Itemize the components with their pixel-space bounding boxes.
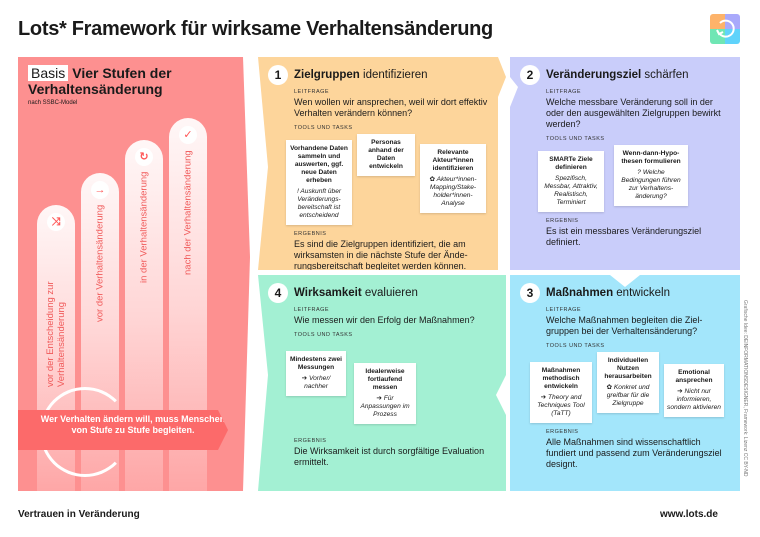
step-title-bold: Zielgruppen xyxy=(294,69,360,81)
note-hint: Nicht nur informieren, sondern aktiviere… xyxy=(667,388,721,411)
ergebnis-label: ERGEBNIS xyxy=(294,231,327,237)
credit-text: Grafische Idee: DEINFORMATIONSDESIGNER, … xyxy=(742,300,748,477)
ergebnis-label: ERGEBNIS xyxy=(546,218,579,224)
note-hint: Vorher/ nachher xyxy=(304,375,331,390)
tools-label: TOOLS UND TASKS xyxy=(546,136,605,142)
leitfrage-label: LEITFRAGE xyxy=(294,89,330,95)
step-number: 3 xyxy=(520,283,540,303)
leitfrage-text: Welche Maßnahmen begleiten die Ziel-grup… xyxy=(546,315,703,336)
basis-tag: Basis xyxy=(28,65,69,81)
basis-banner: Wer Verhalten ändern will, muss Menschen… xyxy=(18,410,228,450)
tools-label: TOOLS UND TASKS xyxy=(546,343,605,349)
page-title: Lots* Framework für wirksame Verhaltensä… xyxy=(18,18,493,40)
note-main: Idealerweise fortlaufend messen xyxy=(365,368,405,391)
ergebnis-text: Alle Maßnahmen sind wissenschaftlich fun… xyxy=(546,437,722,469)
step-number: 4 xyxy=(268,283,288,303)
task-note: Vorhandene Daten sammeln und auswerten, … xyxy=(286,140,352,225)
note-hint: Konkret und greifbar für die Zielgruppe xyxy=(606,384,650,407)
task-note: Mindestens zwei Messungen ➔ Vorher/ nachh… xyxy=(286,351,346,396)
step-1-panel: 1 Zielgruppen identifizieren LEITFRAGE W… xyxy=(258,57,506,270)
step-title: Veränderungsziel schärfen xyxy=(546,69,730,81)
stage-label: in der Verhaltensänderung xyxy=(138,172,150,284)
task-note: Personas anhand der Daten entwickeln xyxy=(357,134,415,176)
split-arrow-icon: ⤨ xyxy=(47,213,65,231)
arrow-right-icon: ➔ xyxy=(677,388,683,395)
ergebnis-label: ERGEBNIS xyxy=(294,438,327,444)
refresh-icon xyxy=(716,19,735,38)
note-hint: Theory and Techniques Tool (TaTT) xyxy=(537,394,585,417)
leitfrage-text: Welche messbare Veränderung soll in der … xyxy=(546,97,721,129)
step-title: Zielgruppen identifizieren xyxy=(294,69,496,81)
step-title-rest: schärfen xyxy=(641,69,689,81)
leitfrage-label: LEITFRAGE xyxy=(294,307,330,313)
step-3-panel: 3 Maßnahmen entwickeln LEITFRAGE Welche … xyxy=(510,275,740,491)
step-4-panel: 4 Wirksamkeit evaluieren LEITFRAGE Wie m… xyxy=(258,275,506,491)
arrow-right-icon: ➔ xyxy=(376,395,382,402)
note-main: Vorhandene Daten sammeln und auswerten, … xyxy=(290,145,348,184)
step-title-bold: Wirksamkeit xyxy=(294,287,362,299)
note-main: SMARTe Ziele definieren xyxy=(549,156,593,171)
step-title-rest: entwickeln xyxy=(613,287,670,299)
stage-label: vor der Verhaltensänderung xyxy=(94,205,106,323)
footer-tagline: Vertrauen in Veränderung xyxy=(18,509,140,520)
tools-label: TOOLS UND TASKS xyxy=(294,125,353,131)
note-main: Wenn-dann-Hypo-thesen formulieren xyxy=(621,150,681,165)
gear-icon: ✿ xyxy=(429,176,435,183)
task-note: Emotional ansprechen ➔ Nicht nur informie… xyxy=(664,364,724,417)
note-hint: Für Anpassungen im Prozess xyxy=(360,395,410,418)
refresh-icon: ↻ xyxy=(135,148,153,166)
ergebnis-text: Es ist ein messbares Veränderungsziel de… xyxy=(546,226,702,247)
footer-url[interactable]: www.lots.de xyxy=(660,509,718,520)
note-main: Emotional ansprechen xyxy=(675,369,713,384)
note-hint: Spezifisch, Messbar, Attraktiv, Realisti… xyxy=(544,175,598,206)
stage-label: nach der Verhaltensänderung xyxy=(182,150,194,275)
step-title: Wirksamkeit evaluieren xyxy=(294,287,496,299)
stage-label: vor der Entscheidung zur Verhaltensänder… xyxy=(45,281,67,387)
leitfrage-text: Wie messen wir den Erfolg der Maßnahmen? xyxy=(294,315,475,325)
task-note: Individuellen Nutzen herausarbeiten ✿ Kon… xyxy=(597,352,659,413)
leitfrage-text: Wen wollen wir ansprechen, weil wir dort… xyxy=(294,97,488,118)
task-note: Idealerweise fortlaufend messen ➔ Für Anp… xyxy=(354,363,416,424)
task-note: Maßnahmen methodisch entwickeln ➔ Theory … xyxy=(530,362,592,423)
question-icon: ? xyxy=(637,169,641,176)
step-title-rest: evaluieren xyxy=(361,287,418,299)
step-title-bold: Veränderungsziel xyxy=(546,69,642,81)
step-title: Maßnahmen entwickeln xyxy=(546,287,730,299)
task-note: Wenn-dann-Hypo-thesen formulieren? Welch… xyxy=(614,145,688,206)
step-title-bold: Maßnahmen xyxy=(546,287,614,299)
ergebnis-text: Die Wirksamkeit ist durch sorgfältige Ev… xyxy=(294,446,485,467)
step-number: 2 xyxy=(520,65,540,85)
note-main: Maßnahmen methodisch entwickeln xyxy=(541,367,581,390)
tools-label: TOOLS UND TASKS xyxy=(294,332,353,338)
note-main: Personas anhand der Daten entwickeln xyxy=(368,139,404,170)
note-hint: Akteur*innen-Mapping/Stake-holder*innen-… xyxy=(429,176,477,207)
note-main: Individuellen Nutzen herausarbeiten xyxy=(604,357,652,380)
check-icon: ✓ xyxy=(179,126,197,144)
note-main: Relevante Akteur*innen identifizieren xyxy=(432,149,474,172)
lots-logo xyxy=(710,14,740,44)
basis-subtitle: nach SSBC-Model xyxy=(28,100,78,106)
ergebnis-label: ERGEBNIS xyxy=(546,429,579,435)
leitfrage-label: LEITFRAGE xyxy=(546,89,582,95)
step-title-rest: identifizieren xyxy=(359,69,428,81)
basis-heading: Vier Stufen der Verhaltensänderung xyxy=(28,65,172,97)
note-main: Mindestens zwei Messungen xyxy=(289,356,343,371)
arrow-right-icon: → xyxy=(91,181,109,199)
ergebnis-text: Es sind die Zielgruppen identifiziert, d… xyxy=(294,239,468,271)
leitfrage-label: LEITFRAGE xyxy=(546,307,582,313)
task-note: Relevante Akteur*innen identifizieren ✿ A… xyxy=(420,144,486,213)
arrow-right-icon: ➔ xyxy=(301,375,308,382)
step-number: 1 xyxy=(268,65,288,85)
step-2-panel: 2 Veränderungsziel schärfen LEITFRAGE We… xyxy=(510,57,740,270)
note-hint: Welche Bedingungen führen zur Verhaltens… xyxy=(621,169,681,200)
arrow-right-icon: ➔ xyxy=(540,394,547,401)
exclamation-icon: ! xyxy=(296,188,299,195)
gear-icon: ✿ xyxy=(606,384,613,391)
note-hint: Auskunft über Veränderungs-bereitschaft … xyxy=(297,188,342,219)
